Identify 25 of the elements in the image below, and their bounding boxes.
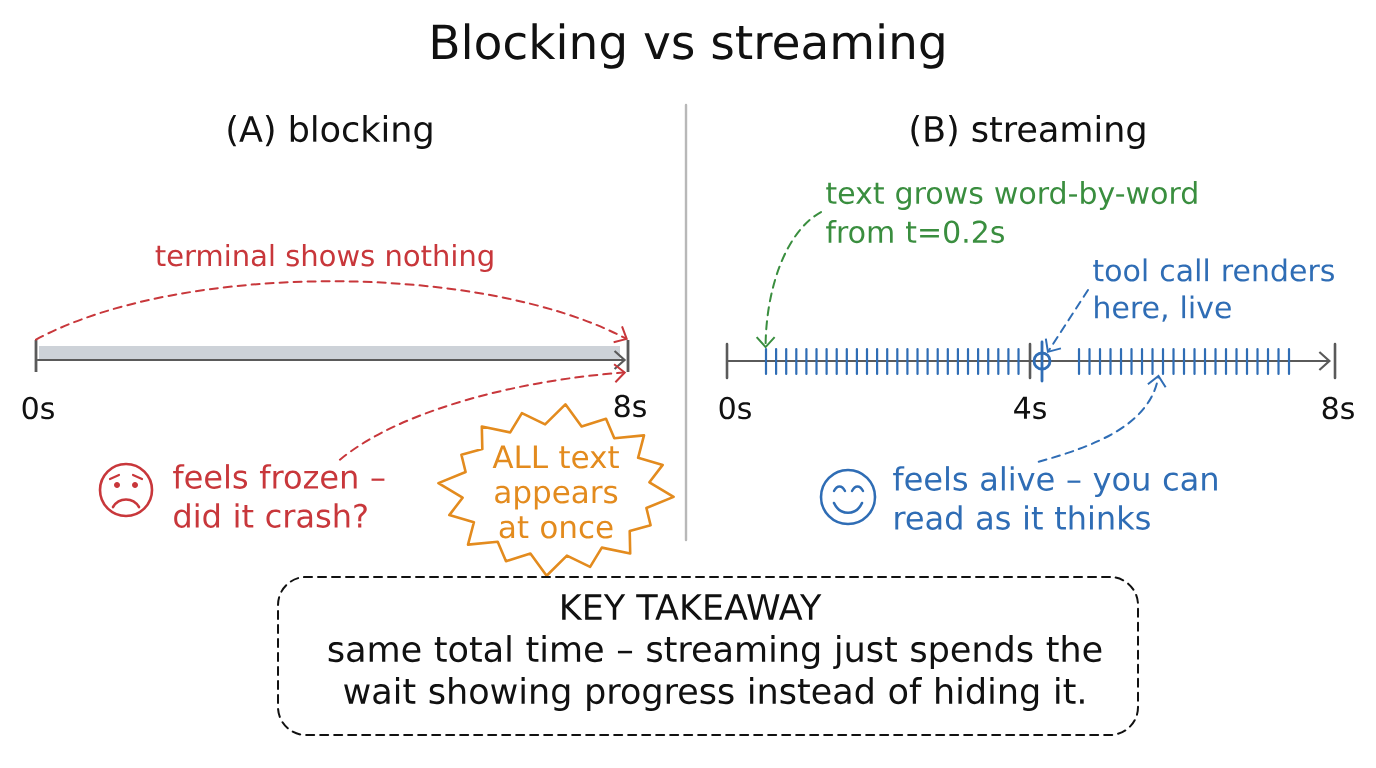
- panel-heading: (B) streaming: [911, 115, 1145, 149]
- time-label: 8s: [1322, 396, 1354, 420]
- arrow: [755, 211, 822, 349]
- time-label: 4s: [1014, 396, 1046, 420]
- arrow: [35, 280, 628, 344]
- annotation-text: feels alive – you can read as it thinks: [893, 466, 1217, 530]
- tick-mark: [34, 340, 38, 372]
- tick-mark: [626, 340, 630, 372]
- edge-label: terminal shows nothing: [155, 243, 493, 273]
- tool-call-marker: [1032, 340, 1052, 383]
- arrow: [338, 363, 627, 461]
- token-tick-marks: [1077, 347, 1291, 376]
- time-label: 0s: [719, 396, 751, 420]
- arrow: [1037, 374, 1167, 463]
- arrow: [1044, 289, 1089, 354]
- token-tick-marks: [764, 347, 1020, 376]
- time-label: 0s: [22, 396, 54, 420]
- annotation-text: text grows word-by-word from t=0.2s: [826, 180, 1197, 244]
- panel-heading: (A) blocking: [228, 115, 432, 149]
- box-heading: KEY TAKEAWAY: [562, 594, 822, 620]
- title: Blocking vs streaming: [432, 23, 944, 69]
- body-text: same total time – streaming just spends the wait showing progress instead of hiding it.: [328, 635, 1102, 711]
- annotation-text: feels frozen – did it crash?: [173, 464, 385, 528]
- timeline-arrow: [36, 350, 627, 370]
- annotation-text: tool call renders here, live: [1093, 258, 1334, 322]
